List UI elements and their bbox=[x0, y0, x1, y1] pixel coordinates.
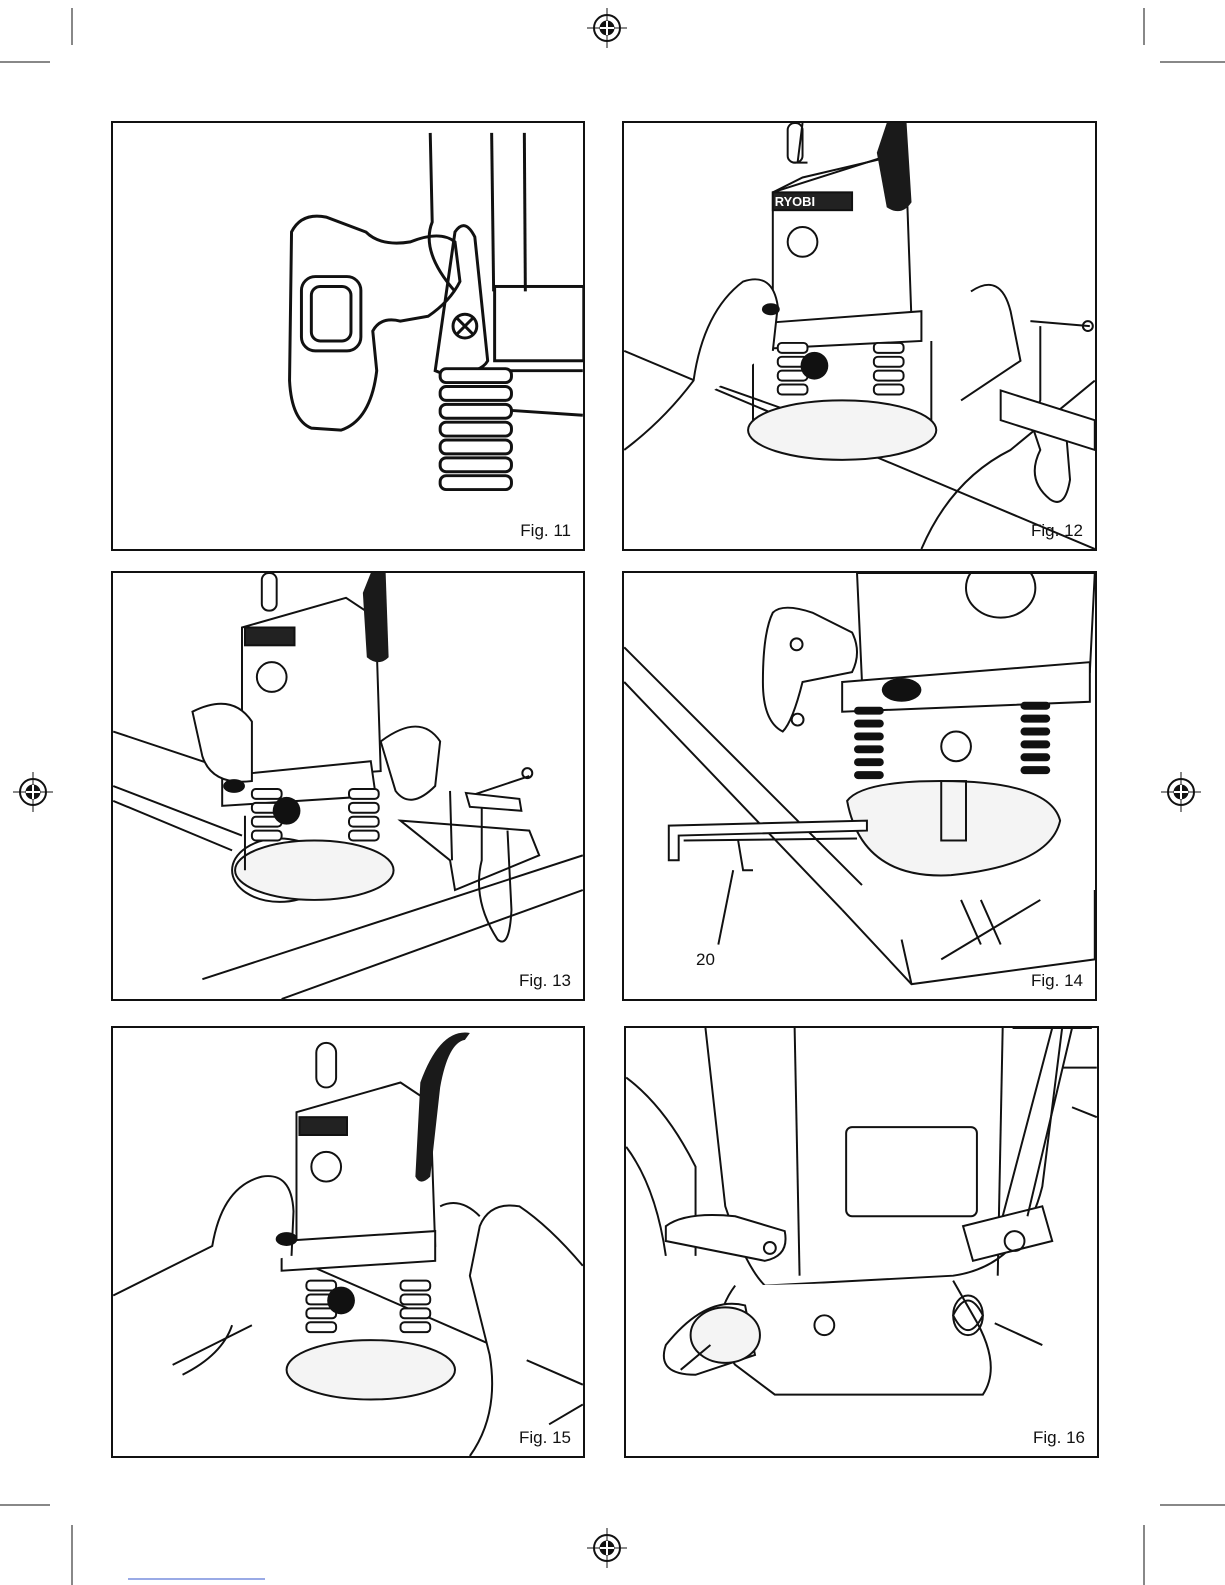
figure-16-illustration bbox=[626, 1028, 1097, 1456]
figure-caption: Fig. 15 bbox=[519, 1428, 571, 1448]
figure-15-panel: Fig. 15 bbox=[111, 1026, 585, 1458]
figure-caption: Fig. 16 bbox=[1033, 1428, 1085, 1448]
spring-coil bbox=[854, 702, 1050, 779]
figure-14-panel: 20 Fig. 14 bbox=[622, 571, 1097, 1001]
figure-13-panel: Fig. 13 bbox=[111, 571, 585, 1001]
figure-16-panel: Fig. 16 bbox=[624, 1026, 1099, 1458]
part-callout-20: 20 bbox=[696, 950, 715, 970]
figure-13-illustration bbox=[113, 573, 583, 999]
figure-caption: Fig. 14 bbox=[1031, 971, 1083, 991]
spring-coil bbox=[306, 1281, 430, 1333]
figure-11-panel: Fig. 11 bbox=[111, 121, 585, 551]
figure-11-illustration bbox=[113, 123, 583, 549]
brand-label: RYOBI bbox=[775, 194, 815, 209]
figure-12-illustration: RYOBI bbox=[624, 123, 1095, 549]
figure-15-illustration bbox=[113, 1028, 583, 1456]
figure-14-illustration bbox=[624, 573, 1095, 999]
spring-coil bbox=[440, 369, 511, 490]
figure-caption: Fig. 12 bbox=[1031, 521, 1083, 541]
spring-coil bbox=[778, 343, 904, 395]
figure-caption: Fig. 13 bbox=[519, 971, 571, 991]
figure-12-panel: RYOBI Fig. 12 bbox=[622, 121, 1097, 551]
figure-caption: Fig. 11 bbox=[520, 521, 571, 541]
